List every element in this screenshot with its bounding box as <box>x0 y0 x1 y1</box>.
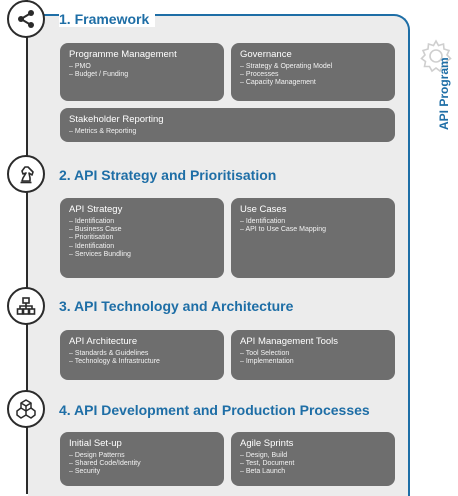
org-chart-icon <box>7 287 45 325</box>
card-item: – Tool Selection <box>240 350 290 357</box>
card-programme-management: Programme Management – PMO – Budget / Fu… <box>60 43 224 101</box>
card-api-management-tools: API Management Tools – Tool Selection – … <box>231 330 395 380</box>
section-title-api-development: 4. API Development and Production Proces… <box>59 402 376 418</box>
card-item: – Beta Launch <box>240 468 286 476</box>
card-item: – Metrics & Reporting <box>69 128 137 135</box>
card-title: Use Cases <box>240 204 287 215</box>
section-title-api-strategy: 2. API Strategy and Prioritisation <box>59 167 283 183</box>
card-item: – Capacity Management <box>240 79 316 87</box>
section-title-api-technology: 3. API Technology and Architecture <box>59 298 300 314</box>
card-api-strategy: API Strategy – Identification – Business… <box>60 198 224 278</box>
card-item: – Services Bundling <box>69 250 131 258</box>
card-governance: Governance – Strategy & Operating Model … <box>231 43 395 101</box>
card-title: API Architecture <box>69 336 138 347</box>
card-item: – Shared Code/Identity <box>69 460 141 468</box>
chess-knight-icon <box>7 155 45 193</box>
card-item: – PMO <box>69 63 91 70</box>
card-stakeholder-reporting: Stakeholder Reporting – Metrics & Report… <box>60 108 395 142</box>
card-item: – Design, Build <box>240 452 288 459</box>
card-title: Governance <box>240 49 292 60</box>
card-item: – Design Patterns <box>69 452 125 459</box>
card-title: API Management Tools <box>240 336 339 347</box>
share-icon <box>7 0 45 38</box>
card-title: Agile Sprints <box>240 438 294 449</box>
section-title-framework: 1. Framework <box>59 11 156 27</box>
gear-icon <box>420 39 452 73</box>
card-item: – Security <box>69 468 101 476</box>
card-initial-set-up: Initial Set-up – Design Patterns – Share… <box>60 432 224 486</box>
boxes-icon <box>7 390 45 428</box>
card-item: – Identification <box>69 218 115 225</box>
card-item: – Test, Document <box>240 460 295 468</box>
api-program-label: API Program <box>437 57 451 130</box>
card-item: – API to Use Case Mapping <box>240 226 326 234</box>
card-title: Initial Set-up <box>69 438 122 449</box>
card-use-cases: Use Cases – Identification – API to Use … <box>231 198 395 278</box>
card-item: – Implementation <box>240 358 294 366</box>
card-item: – Processes <box>240 71 279 79</box>
card-item: – Budget / Funding <box>69 71 129 79</box>
card-api-architecture: API Architecture – Standards & Guideline… <box>60 330 224 380</box>
card-item: – Strategy & Operating Model <box>240 63 333 70</box>
card-item: – Business Case <box>69 226 122 234</box>
card-title: Programme Management <box>69 49 177 60</box>
card-agile-sprints: Agile Sprints – Design, Build – Test, Do… <box>231 432 395 486</box>
card-item: – Technology & Infrastructure <box>69 358 160 366</box>
card-title: Stakeholder Reporting <box>69 114 164 125</box>
card-item: – Prioritisation <box>69 234 114 242</box>
card-item: – Identification <box>240 218 286 225</box>
card-title: API Strategy <box>69 204 123 215</box>
card-item: – Identification <box>69 242 115 250</box>
timeline-spine <box>26 0 28 494</box>
card-item: – Standards & Guidelines <box>69 350 149 357</box>
